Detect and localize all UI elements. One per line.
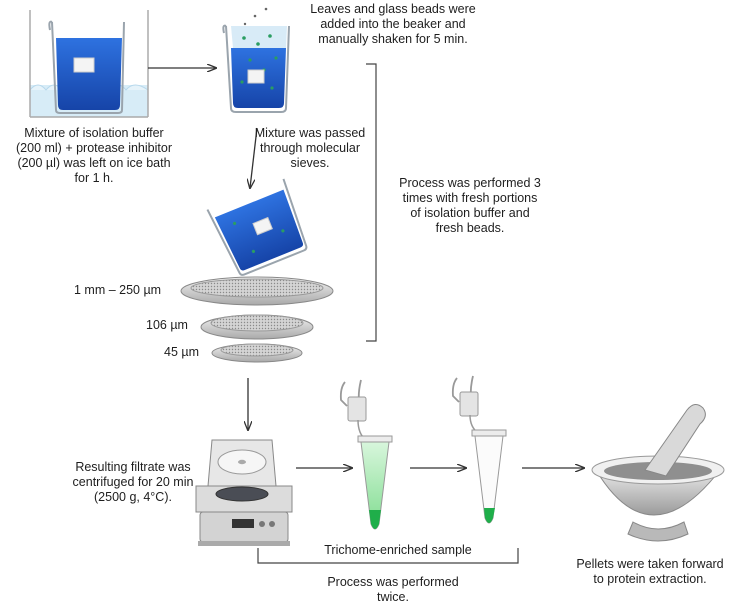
centrifuge-line-3: (2500 g, 4°C). (94, 490, 172, 504)
repeat-twice-line-2: twice. (377, 590, 409, 604)
mixture-line-2: (200 ml) + protease inhibitor (16, 141, 172, 155)
repeat-three-line-3: of isolation buffer and (410, 206, 530, 220)
sieves-line-1: Mixture was passed (254, 126, 366, 140)
centrifuge-step-label: Resulting filtrate was centrifuged for 2… (58, 460, 208, 505)
arrow-to-tilted (250, 127, 258, 188)
sieves-step-label: Mixture was passed through molecular sie… (240, 126, 380, 171)
mortar-pestle-icon (591, 404, 725, 542)
microtube-icon (339, 379, 393, 530)
repeat-twice-label: Process was performed twice. (308, 575, 478, 605)
tilted-beaker-icon (206, 178, 308, 276)
repeat-twice-line-1: Process was performed (327, 575, 459, 589)
repeat-bracket-vertical (366, 63, 377, 342)
mixture-line-1: Mixture of isolation buffer (24, 126, 164, 140)
repeat-three-label: Process was performed 3 times with fresh… (385, 176, 555, 236)
mixture-line-3: (200 µl) was left on ice bath (17, 156, 171, 170)
centrifuge-line-2: centrifuged for 20 min (72, 475, 194, 489)
beaker-with-beads-icon (222, 7, 290, 113)
pellets-line-1: Pellets were taken forward (576, 557, 724, 571)
repeat-three-line-2: times with fresh portions (402, 191, 538, 205)
mixture-step-label: Mixture of isolation buffer (200 ml) + p… (0, 126, 188, 186)
pellets-step-label: Pellets were taken forward to protein ex… (566, 557, 734, 587)
leaves-line-3: manually shaken for 5 min. (318, 32, 468, 46)
repeat-bracket-horizontal (257, 548, 519, 564)
centrifuge-line-1: Resulting filtrate was (75, 460, 191, 474)
sieve-size-label-small: 45 µm (164, 345, 199, 359)
leaves-step-label: Leaves and glass beads were added into t… (288, 2, 498, 47)
sieve-stack-icon (180, 276, 334, 363)
sieves-line-2: through molecular (259, 141, 361, 155)
pellets-line-2: to protein extraction. (593, 572, 707, 586)
leaves-line-2: added into the beaker and (320, 17, 466, 31)
microtube-icon (451, 375, 507, 524)
repeat-three-line-1: Process was performed 3 (399, 176, 541, 190)
beaker-ice-bath-icon (29, 10, 149, 118)
flow-arrows (148, 68, 584, 468)
repeat-three-line-4: fresh beads. (435, 221, 505, 235)
sieve-size-label-large: 1 mm – 250 µm (74, 283, 162, 297)
sieves-line-3: sieves. (290, 156, 330, 170)
trichome-sample-label: Trichome-enriched sample (324, 543, 472, 557)
sieve-size-label-medium: 106 µm (146, 318, 188, 332)
mixture-line-4: for 1 h. (74, 171, 114, 185)
leaves-line-1: Leaves and glass beads were (310, 2, 476, 16)
centrifuge-icon (195, 439, 293, 546)
